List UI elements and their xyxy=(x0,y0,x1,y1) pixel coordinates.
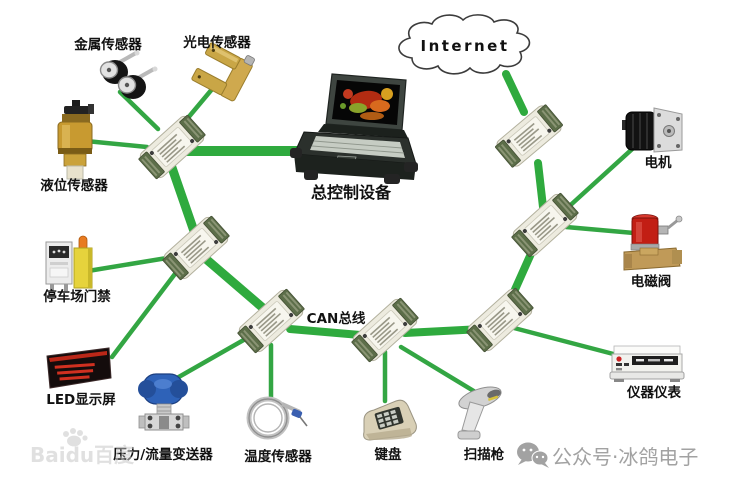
keyboard-device xyxy=(363,399,417,441)
can-module-e xyxy=(464,285,536,355)
parking-access-label: 停车场门禁 xyxy=(43,288,111,305)
scanner-gun-label: 扫描枪 xyxy=(464,446,505,463)
branch-instruments xyxy=(511,325,624,359)
baidu-watermark-text: Baidu百度 xyxy=(30,443,135,467)
internet-cloud: Internet xyxy=(398,14,531,75)
branch-scanner xyxy=(398,344,480,396)
led-display-device xyxy=(46,347,112,389)
can-module-g xyxy=(492,102,566,170)
led-display-label: LED显示屏 xyxy=(46,392,116,408)
solenoid-valve-device xyxy=(623,214,683,271)
liquid-level-sensor-device xyxy=(57,100,94,180)
pressure-flow-transmitter-label: 压力/流量变送器 xyxy=(113,446,213,463)
baidu-paw-icon xyxy=(63,428,88,447)
photoelectric-sensor-label: 光电传感器 xyxy=(182,34,251,51)
instruments-device xyxy=(609,345,685,382)
motor-label: 电机 xyxy=(645,154,673,171)
motor-device xyxy=(622,107,683,153)
parking-access-device xyxy=(45,235,93,291)
wechat-watermark-text: 公众号·冰鸽电子 xyxy=(552,445,698,469)
scanner-gun-device xyxy=(457,386,502,440)
main-controller-label: 总控制设备 xyxy=(311,183,392,202)
branch-solenoid xyxy=(563,224,637,236)
temperature-sensor-label: 温度传感器 xyxy=(244,448,312,465)
laptop-screen-graphics xyxy=(340,88,393,120)
branch-liquid-level xyxy=(83,138,150,150)
internet-label: Internet xyxy=(420,37,509,55)
branch-transmitter xyxy=(167,330,259,385)
baidu-watermark: Baidu百度 xyxy=(30,428,135,467)
bus-line-g-internet xyxy=(502,70,528,116)
bus-line-b-c xyxy=(201,254,268,313)
led-text-rows xyxy=(54,362,95,381)
branch-led-display xyxy=(109,259,187,360)
branch-motor xyxy=(561,138,644,214)
bus-line-a-b xyxy=(164,154,201,242)
pressure-flow-transmitter-device xyxy=(138,373,190,431)
keyboard-label: 键盘 xyxy=(374,446,402,463)
can-bus-label: CAN总线 xyxy=(307,310,366,327)
solenoid-valve-label: 电磁阀 xyxy=(631,273,672,290)
metal-sensor-device xyxy=(99,50,158,99)
temperature-sensor-device xyxy=(246,396,308,440)
wechat-icon xyxy=(517,442,549,468)
metal-sensor-label: 金属传感器 xyxy=(73,36,142,53)
instruments-label: 仪器仪表 xyxy=(626,384,681,401)
liquid-level-sensor-label: 液位传感器 xyxy=(40,177,108,194)
photoelectric-sensor-device xyxy=(191,42,255,102)
branch-metal-sensor xyxy=(117,89,161,132)
bus-line-f-g xyxy=(534,159,547,211)
main-controller-device xyxy=(290,73,418,184)
wechat-watermark: 公众号·冰鸽电子 xyxy=(517,442,698,469)
